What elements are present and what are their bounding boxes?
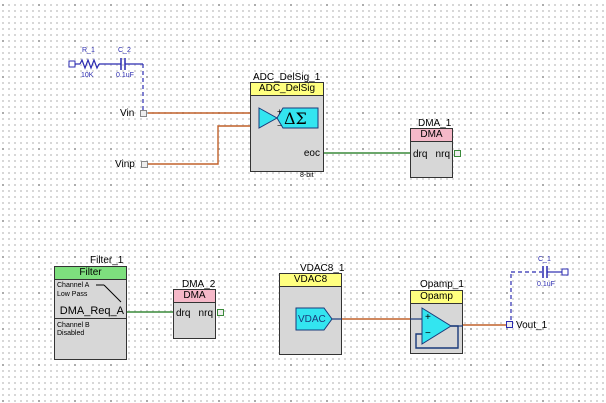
dma1-type-header: DMA bbox=[411, 129, 452, 142]
vin-port-pin[interactable] bbox=[140, 110, 147, 117]
vinp-port-label: Vinp bbox=[115, 159, 135, 170]
filter-channel-a: Channel A bbox=[57, 282, 90, 289]
adc-eoc-pin-label: eoc bbox=[303, 148, 320, 159]
dma1-instance-name: DMA_1 bbox=[418, 118, 452, 129]
vdac-symbol-label: VDAC bbox=[298, 314, 326, 325]
dma2-nrq-pin-label: nrq bbox=[198, 308, 213, 319]
dma2-type-header: DMA bbox=[174, 290, 215, 303]
filter-channel-a-link bbox=[95, 284, 121, 302]
vdac-type-header: VDAC8 bbox=[280, 274, 341, 287]
delta-sigma-icon: ΔΣ + − bbox=[258, 107, 318, 130]
filter-component[interactable]: Filter Channel A Low Pass DMA_Req_A Chan… bbox=[54, 266, 127, 360]
svg-text:ΔΣ: ΔΣ bbox=[284, 109, 307, 128]
filter-channel-a-mode: Low Pass bbox=[57, 291, 88, 298]
r1-name: R_1 bbox=[82, 47, 95, 54]
opamp-instance-name: Opamp_1 bbox=[420, 279, 464, 290]
vinp-wire bbox=[148, 125, 258, 165]
c1-value: 0.1uF bbox=[537, 281, 555, 288]
filter-channel-b-mode: Disabled bbox=[57, 330, 85, 337]
svg-text:−: − bbox=[277, 121, 282, 130]
dma2-component[interactable]: DMA drq nrq bbox=[173, 289, 216, 339]
adc-instance-name: ADC_DelSig_1 bbox=[253, 72, 321, 83]
vdac-icon bbox=[295, 307, 342, 330]
vdac-instance-name: VDAC8_1 bbox=[300, 263, 345, 274]
opamp-triangle-icon bbox=[409, 306, 463, 349]
dma1-nrq-terminal[interactable] bbox=[454, 150, 461, 157]
c1-terminal-pin[interactable] bbox=[561, 268, 569, 276]
adc-resolution-label: 8-bit bbox=[300, 172, 314, 179]
c2-name: C_2 bbox=[118, 47, 131, 54]
dma2-instance-name: DMA_2 bbox=[182, 279, 216, 290]
resistor-r1-symbol[interactable] bbox=[79, 58, 100, 70]
opamp-minus-label: − bbox=[425, 328, 431, 339]
opamp-component[interactable]: Opamp + − bbox=[409, 290, 463, 354]
r1-value: 10K bbox=[81, 72, 94, 79]
vdac8-component[interactable]: VDAC8 VDAC bbox=[279, 273, 342, 355]
r1-terminal-pin[interactable] bbox=[68, 60, 76, 68]
svg-text:+: + bbox=[277, 107, 282, 116]
dma1-nrq-pin-label: nrq bbox=[435, 149, 450, 160]
adc-type-header: ADC_DelSig bbox=[251, 83, 323, 96]
vin-port-label: Vin bbox=[120, 108, 135, 119]
dma1-drq-pin-label: drq bbox=[413, 149, 428, 160]
vinp-port-pin[interactable] bbox=[141, 161, 148, 168]
vout-port-label: Vout_1 bbox=[516, 320, 548, 331]
filter-instance-name: Filter_1 bbox=[90, 255, 124, 266]
filter-dma-req-pin-label: DMA_Req_A bbox=[59, 305, 124, 317]
filter-type-header: Filter bbox=[55, 267, 126, 280]
opamp-type-header: Opamp bbox=[411, 291, 462, 304]
opamp-plus-label: + bbox=[425, 312, 431, 323]
dma1-component[interactable]: DMA drq nrq bbox=[410, 128, 453, 178]
dma2-drq-pin-label: drq bbox=[176, 308, 191, 319]
dma2-nrq-terminal[interactable] bbox=[217, 309, 224, 316]
c1-name: C_1 bbox=[538, 256, 551, 263]
filter-channel-b: Channel B bbox=[57, 322, 90, 329]
vout-port-pin[interactable] bbox=[506, 321, 513, 328]
adc-delsig-component[interactable]: ADC_DelSig ΔΣ + − eoc bbox=[250, 82, 324, 172]
filter-channel-divider bbox=[55, 318, 126, 319]
c2-value: 0.1uF bbox=[116, 72, 134, 79]
